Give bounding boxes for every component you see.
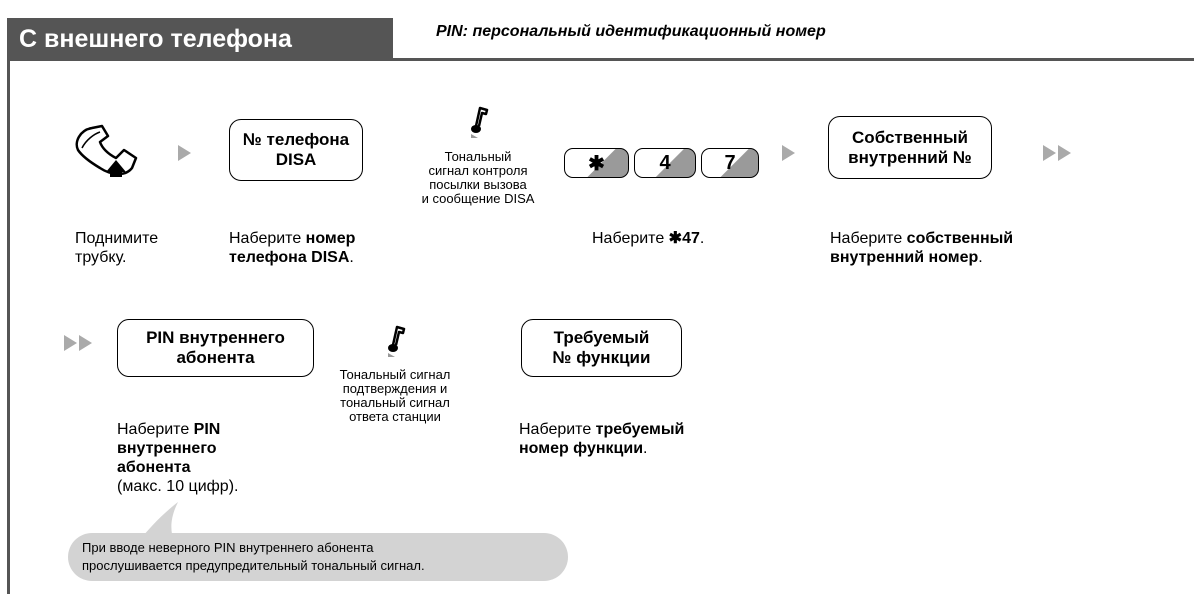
step-dial-disa: Наберите номер телефона DISA. bbox=[229, 230, 356, 266]
key-4: 4 bbox=[634, 148, 696, 178]
double-arrow-icon bbox=[1043, 145, 1056, 161]
music-note-icon bbox=[471, 106, 489, 138]
step-dial-pin: Наберите PIN внутреннего абонента (макс.… bbox=[117, 421, 239, 495]
arrow-right-icon bbox=[178, 145, 191, 161]
page-title: С внешнего телефона bbox=[7, 18, 393, 61]
step-dial-47: Наберите ✱47. bbox=[592, 230, 705, 247]
step-dial-own: Наберите собственный внутренний номер. bbox=[830, 230, 1014, 266]
music-note-icon bbox=[388, 325, 406, 357]
arrow-right-icon bbox=[782, 145, 795, 161]
handset-offhook-icon bbox=[75, 124, 138, 177]
step-dial-feature: Наберите требуемый номер функции. bbox=[519, 421, 685, 457]
header-rule bbox=[7, 58, 1194, 61]
subtitle: PIN: персональный идентификационный номе… bbox=[436, 23, 826, 40]
note-bubble: При вводе неверного PIN внутреннего абон… bbox=[68, 533, 568, 581]
key-7: 7 bbox=[701, 148, 759, 178]
left-rule bbox=[7, 58, 10, 594]
double-arrow-icon bbox=[64, 335, 77, 351]
double-arrow-icon bbox=[79, 335, 92, 351]
key-star: ✱ bbox=[564, 148, 629, 178]
note-pointer bbox=[138, 502, 178, 542]
double-arrow-icon bbox=[1058, 145, 1071, 161]
